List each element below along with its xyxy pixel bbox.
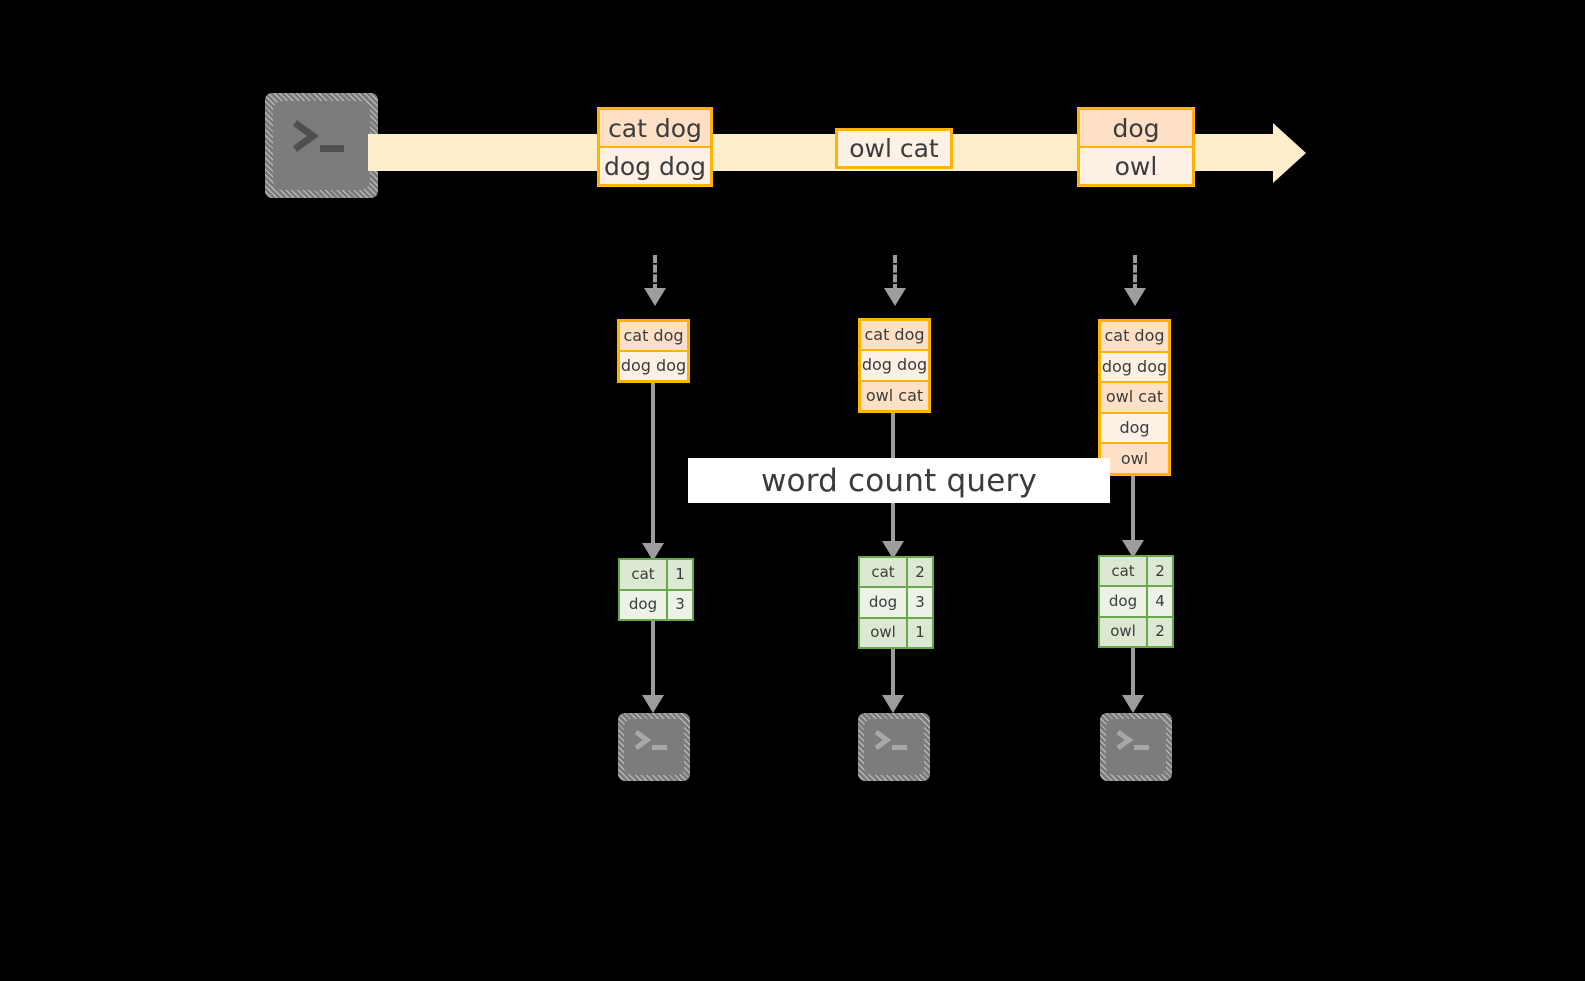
- trigger-3-input-table: cat dog dog dog owl cat dog owl: [1098, 319, 1171, 476]
- trigger-2-feed-arrowhead: [884, 288, 906, 306]
- stream-batch-1-line-2: dog dog: [600, 146, 710, 184]
- trigger-1-input-line-2: dog dog: [620, 350, 687, 380]
- trigger-2-feed-line: [893, 255, 897, 292]
- trigger-2-input-line-1: cat dog: [861, 321, 928, 350]
- stream-batch-2: owl cat: [835, 128, 953, 169]
- table-row: owl 2: [1100, 615, 1172, 646]
- trigger-2-query-arrowhead: [882, 541, 904, 559]
- trigger-2-input-line-2: dog dog: [861, 349, 928, 380]
- table-row: cat 2: [860, 558, 932, 587]
- trigger-2-sink-prompt-glyph: [874, 729, 907, 751]
- stream-batch-1-line-1: cat dog: [600, 110, 710, 146]
- trigger-3-result-count-2: 4: [1146, 587, 1172, 616]
- trigger-2-result-word-1: cat: [860, 558, 906, 587]
- trigger-3-input-line-3: owl cat: [1101, 381, 1168, 412]
- trigger-3-query-arrowhead: [1122, 540, 1144, 558]
- trigger-3-input-line-1: cat dog: [1101, 322, 1168, 351]
- trigger-3-feed-line: [1133, 255, 1137, 292]
- trigger-1-query-line: [651, 383, 655, 547]
- table-row: dog 4: [1100, 585, 1172, 616]
- trigger-1-result-count-1: 1: [666, 560, 692, 589]
- trigger-2-sink-arrowhead: [882, 695, 904, 713]
- trigger-3-result-word-3: owl: [1100, 617, 1146, 646]
- trigger-1-sink-prompt-glyph: [634, 729, 667, 751]
- trigger-1-result-table: cat 1 dog 3: [618, 558, 694, 621]
- stream-batch-3: dog owl: [1077, 107, 1195, 187]
- trigger-1-input-table: cat dog dog dog: [617, 319, 690, 383]
- stream-batch-2-line-1: owl cat: [838, 131, 950, 166]
- trigger-3-query-line: [1131, 476, 1135, 545]
- trigger-2-result-word-2: dog: [860, 588, 906, 617]
- trigger-1-result-word-2: dog: [620, 590, 666, 619]
- table-row: dog 3: [620, 588, 692, 619]
- source-terminal-icon: [265, 93, 378, 198]
- stream-batch-3-line-2: owl: [1080, 146, 1192, 184]
- trigger-3-sink-prompt-glyph: [1116, 729, 1149, 751]
- trigger-3-feed-arrowhead: [1124, 288, 1146, 306]
- trigger-3-result-count-3: 2: [1146, 617, 1172, 646]
- trigger-1-query-arrowhead: [642, 543, 664, 561]
- trigger-3-result-word-2: dog: [1100, 587, 1146, 616]
- trigger-2-result-table: cat 2 dog 3 owl 1: [858, 556, 934, 649]
- trigger-3-result-count-1: 2: [1146, 557, 1172, 586]
- trigger-3-sink-line: [1131, 648, 1135, 700]
- trigger-3-sink-terminal-icon: [1100, 713, 1172, 781]
- trigger-3-sink-arrowhead: [1122, 695, 1144, 713]
- table-row: owl 1: [860, 616, 932, 647]
- trigger-1-feed-arrowhead: [644, 288, 666, 306]
- trigger-3-input-line-4: dog: [1101, 411, 1168, 443]
- trigger-2-sink-line: [891, 649, 895, 700]
- trigger-3-input-line-5: owl: [1101, 442, 1168, 473]
- trigger-1-feed-line: [653, 255, 657, 292]
- trigger-2-sink-terminal-icon: [858, 713, 930, 781]
- trigger-1-sink-arrowhead: [642, 695, 664, 713]
- trigger-2-result-word-3: owl: [860, 618, 906, 647]
- trigger-2-result-count-2: 3: [906, 588, 932, 617]
- table-row: cat 1: [620, 560, 692, 589]
- trigger-2-input-line-3: owl cat: [861, 379, 928, 410]
- trigger-2-result-count-3: 1: [906, 618, 932, 647]
- trigger-3-result-word-1: cat: [1100, 557, 1146, 586]
- trigger-2-result-count-1: 2: [906, 558, 932, 587]
- stream-arrowhead: [1273, 123, 1306, 183]
- trigger-1-input-line-1: cat dog: [620, 322, 687, 350]
- trigger-1-sink-terminal-icon: [618, 713, 690, 781]
- table-row: dog 3: [860, 586, 932, 617]
- trigger-2-input-table: cat dog dog dog owl cat: [858, 318, 931, 413]
- table-row: cat 2: [1100, 557, 1172, 586]
- source-terminal-prompt-glyph: [292, 120, 344, 152]
- trigger-1-result-count-2: 3: [666, 590, 692, 619]
- trigger-1-sink-line: [651, 621, 655, 700]
- stream-batch-1: cat dog dog dog: [597, 107, 713, 187]
- trigger-3-result-table: cat 2 dog 4 owl 2: [1098, 555, 1174, 648]
- stream-batch-3-line-1: dog: [1080, 110, 1192, 146]
- trigger-3-input-line-2: dog dog: [1101, 350, 1168, 382]
- trigger-1-result-word-1: cat: [620, 560, 666, 589]
- query-label: word count query: [688, 458, 1110, 503]
